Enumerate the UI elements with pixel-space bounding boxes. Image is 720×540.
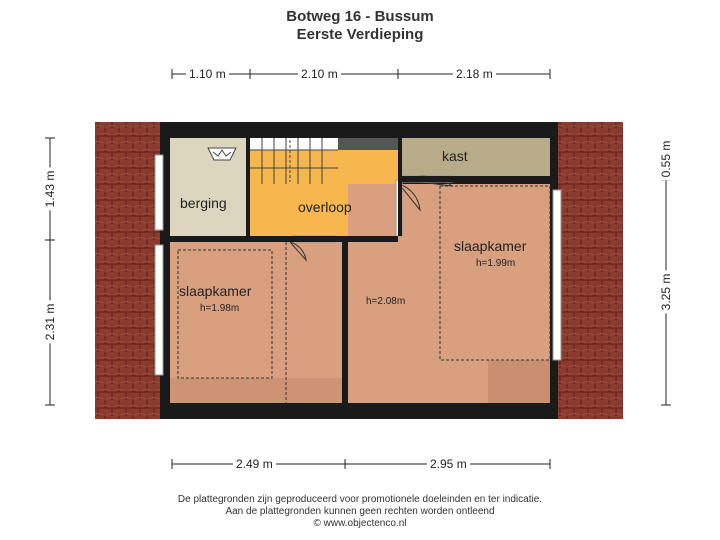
plan-title: Botweg 16 - Bussum xyxy=(286,8,434,25)
room-bedroom-left-low xyxy=(170,378,342,403)
room-berging xyxy=(170,138,246,236)
room-kast xyxy=(402,138,550,176)
dim-top-3: 2.18 m xyxy=(453,67,496,81)
room-label-berging: berging xyxy=(180,195,227,211)
footer-disclaimer-2: Aan de plattegronden kunnen geen rechten… xyxy=(225,506,495,517)
room-label-kast: kast xyxy=(442,148,468,164)
room-height-left: h=1.98m xyxy=(200,303,240,314)
dim-left-2: 2.31 m xyxy=(43,300,57,344)
room-label-overloop: overloop xyxy=(298,199,352,215)
dim-bottom-1: 2.49 m xyxy=(233,457,276,471)
room-bedroom-left xyxy=(170,242,342,403)
room-dark-strip xyxy=(338,138,398,150)
interior-walls xyxy=(170,138,550,403)
room-bedroom-right-low xyxy=(488,360,550,403)
room-height-middle: h=2.08m xyxy=(366,296,406,307)
roof-right xyxy=(555,122,623,419)
footer-disclaimer-1: De plattegronden zijn geproduceerd voor … xyxy=(177,494,543,505)
room-height-right: h=1.99m xyxy=(476,258,516,269)
dim-left-1: 1.43 m xyxy=(43,167,57,211)
ceiling-height-lines xyxy=(177,185,551,403)
room-label-slaapkamer-right: slaapkamer xyxy=(454,238,527,254)
stair-icon xyxy=(207,138,338,184)
dim-right-1: 0.55 m xyxy=(659,137,673,181)
room-label-slaapkamer-left: slaapkamer xyxy=(179,283,252,299)
room-overloop-top xyxy=(338,150,398,180)
dim-bottom-2: 2.95 m xyxy=(427,457,470,471)
dim-top-2: 2.10 m xyxy=(298,67,341,81)
footer-copyright: © www.objectenco.nl xyxy=(313,518,407,529)
dim-top-1: 1.10 m xyxy=(186,67,229,81)
dim-right-2: 3.25 m xyxy=(659,270,673,314)
floor-name: Eerste Verdieping xyxy=(296,26,424,43)
windows xyxy=(154,154,562,376)
